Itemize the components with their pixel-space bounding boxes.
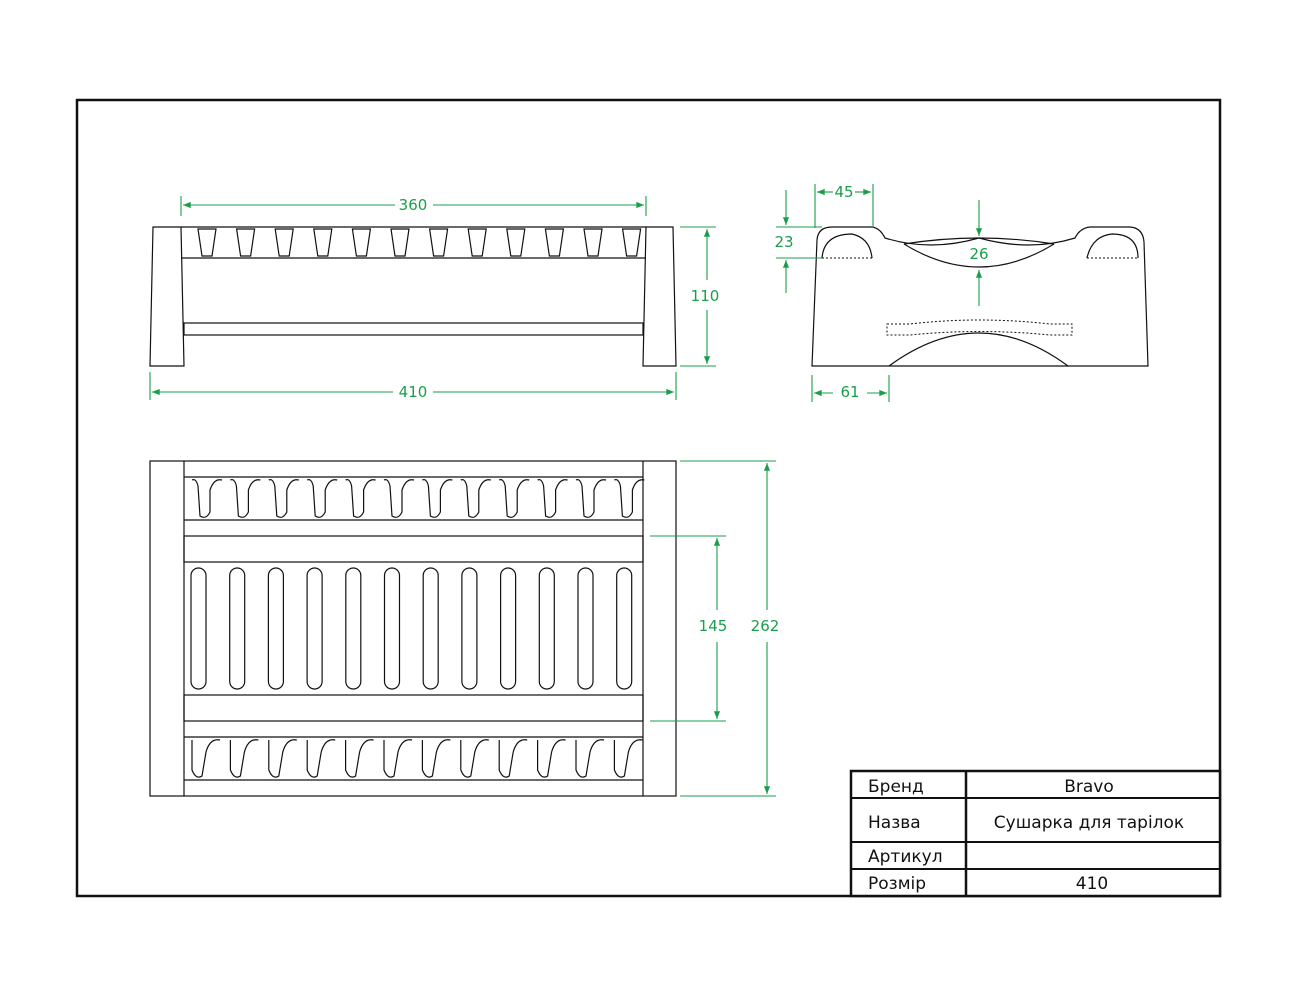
side-view-left-leg xyxy=(149,226,185,367)
plan-view-top-hook xyxy=(575,479,607,518)
side-view-slot xyxy=(390,228,410,257)
side-view-slot xyxy=(351,228,372,257)
plan-view-bar xyxy=(616,567,633,690)
plan-view-top-hook xyxy=(498,479,530,518)
plan-view-bar xyxy=(267,567,284,690)
plan-view-bar xyxy=(229,567,246,690)
plan-view-top-hook xyxy=(460,479,491,518)
sheet-border xyxy=(75,98,1222,898)
plan-view-top-hook xyxy=(268,479,299,518)
plan-view-bottom-hook xyxy=(268,739,297,778)
end-view: 45 23 26 61 xyxy=(774,183,1149,402)
title-block-size-label: Розмір xyxy=(868,874,926,894)
side-view-slot xyxy=(428,228,449,257)
plan-view-bar xyxy=(538,567,555,690)
plan-view-top-hook xyxy=(537,479,568,518)
side-view-bottom-rail xyxy=(183,322,644,336)
plan-view-bottom-hook xyxy=(498,739,528,778)
plan-view-bottom-hook xyxy=(191,739,221,778)
dim-plan-inner-width: 145 xyxy=(699,617,728,635)
plan-view-top-hook xyxy=(306,479,338,518)
plan-view-bottom-hook xyxy=(613,739,643,778)
title-block-article-label: Артикул xyxy=(868,847,943,867)
plan-view-top-hook xyxy=(345,479,376,518)
title-block-name-label: Назва xyxy=(868,813,921,833)
plan-view-bottom-hook xyxy=(421,739,451,778)
title-block-brand-label: Бренд xyxy=(868,777,924,797)
side-view-slots xyxy=(197,228,642,257)
plan-view-bottom-comb xyxy=(191,739,643,778)
side-view-slot xyxy=(313,228,333,257)
plan-view: 145 262 xyxy=(149,460,780,797)
title-block-name-value: Сушарка для тарілок xyxy=(994,813,1184,833)
dim-end-top-width: 45 xyxy=(834,183,853,201)
side-view-slot xyxy=(621,228,642,257)
plan-view-bar xyxy=(345,567,362,690)
plan-view-bar xyxy=(306,567,323,690)
title-block-brand-value: Bravo xyxy=(1064,777,1114,797)
plan-view-top-comb xyxy=(191,479,645,518)
plan-view-bottom-hook xyxy=(345,739,374,778)
side-view: 360 110 410 xyxy=(149,196,720,401)
side-view-slot xyxy=(274,228,294,257)
plan-view-bars xyxy=(190,567,633,690)
plan-view-bar xyxy=(461,567,478,690)
plan-view-top-hook xyxy=(191,479,223,518)
plan-view-top-hook xyxy=(383,479,415,518)
side-view-slot xyxy=(506,228,526,257)
plan-view-top-hook xyxy=(230,479,261,518)
dim-side-inner-length: 360 xyxy=(399,196,428,214)
plan-view-bar xyxy=(500,567,517,690)
plan-view-outline xyxy=(149,460,677,797)
plan-view-bar xyxy=(422,567,439,690)
title-block: Бренд Bravo Назва Сушарка для тарілок Ар… xyxy=(849,769,1222,898)
plan-view-bottom-hook xyxy=(460,739,489,778)
side-view-slot xyxy=(583,228,603,257)
dim-end-base-width: 61 xyxy=(840,383,859,401)
dim-end-top-depth: 23 xyxy=(774,233,793,251)
dim-end-slot-depth: 26 xyxy=(969,245,988,263)
plan-view-bar xyxy=(190,567,207,690)
plan-view-bottom-hook xyxy=(575,739,605,778)
plan-view-bar xyxy=(577,567,594,690)
side-view-right-leg xyxy=(642,226,677,367)
plan-view-bottom-hook xyxy=(306,739,336,778)
plan-view-bottom-hook xyxy=(383,739,413,778)
side-view-slot xyxy=(197,228,217,257)
dim-side-height: 110 xyxy=(691,287,720,305)
side-view-slot xyxy=(235,228,256,257)
dim-plan-total-width: 262 xyxy=(751,617,780,635)
plan-view-top-hook xyxy=(614,479,645,518)
plan-view-top-hook xyxy=(422,479,453,518)
plan-view-bottom-hook xyxy=(229,739,259,778)
dim-side-total-length: 410 xyxy=(399,383,428,401)
title-block-size-value: 410 xyxy=(1076,874,1108,894)
side-view-slot xyxy=(544,228,565,257)
plan-view-bottom-hook xyxy=(537,739,566,778)
plan-view-bar xyxy=(383,567,401,690)
side-view-slot xyxy=(467,228,487,257)
